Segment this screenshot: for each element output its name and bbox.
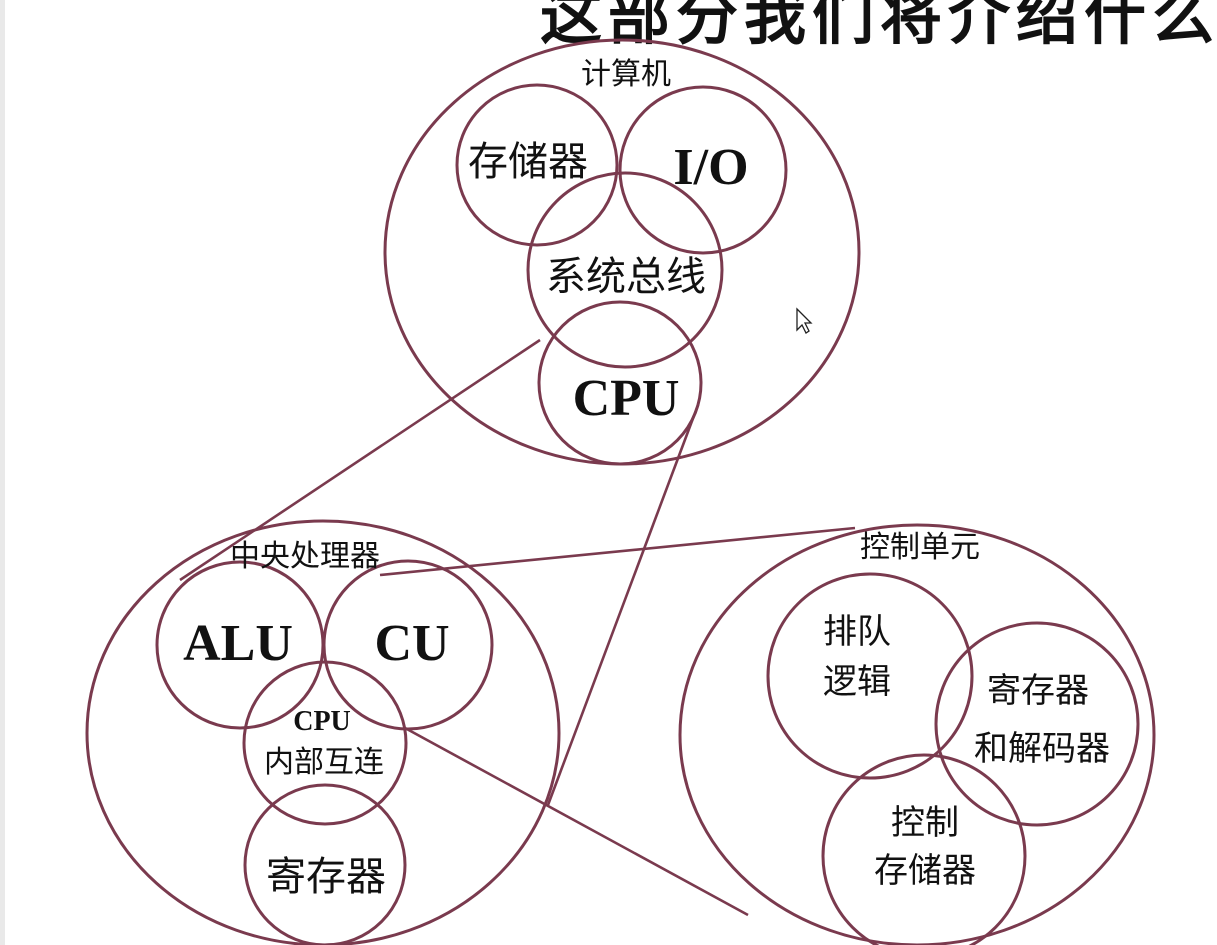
connector-cu-top xyxy=(379,526,856,577)
io-label: I/O xyxy=(673,139,748,196)
cpu-label: CPU xyxy=(573,370,680,427)
memory-circle xyxy=(455,83,619,247)
memory-label: 存储器 xyxy=(468,139,588,185)
computer-label: 计算机 xyxy=(581,57,671,92)
cpu-interconnect-label-line2: 内部互连 xyxy=(264,745,384,780)
cpu-circle xyxy=(537,300,703,466)
io-circle xyxy=(618,85,788,255)
sequencing-logic-label-line1: 排队 xyxy=(823,612,891,652)
registers-circle xyxy=(243,783,407,945)
cpu-interconnect-label-line1: CPU xyxy=(293,706,351,737)
control-unit-circle xyxy=(678,523,1156,945)
connector-cu-bottom xyxy=(404,726,749,917)
cpu-interconnect-circle xyxy=(242,660,408,826)
decoder-label-line2: 和解码器 xyxy=(974,729,1110,769)
sequencing-logic-circle xyxy=(766,572,974,780)
control-memory-label-line1: 控制 xyxy=(891,803,959,843)
control-memory-label-line2: 存储器 xyxy=(874,851,976,891)
cpu-detail-circle xyxy=(85,519,561,945)
connector-cpu-right xyxy=(546,404,700,806)
cu-circle xyxy=(322,559,494,731)
system-bus-circle xyxy=(526,171,724,369)
system-bus-label: 系统总线 xyxy=(546,254,706,300)
connector-cpu-left xyxy=(179,338,541,582)
decoder-label-line1: 寄存器 xyxy=(987,671,1089,711)
decoder-circle xyxy=(934,621,1140,827)
window-left-edge xyxy=(0,0,5,945)
cpu-detail-label: 中央处理器 xyxy=(230,539,380,574)
registers-label: 寄存器 xyxy=(266,854,386,900)
sequencing-logic-label-line2: 逻辑 xyxy=(823,662,891,702)
page-title-fragment: 这部分我们将介绍什么 xyxy=(540,0,1217,53)
mouse-cursor-icon xyxy=(796,307,813,334)
control-memory-circle xyxy=(821,753,1027,945)
alu-label: ALU xyxy=(183,615,293,672)
control-unit-label: 控制单元 xyxy=(860,530,980,565)
cu-label: CU xyxy=(374,615,449,672)
